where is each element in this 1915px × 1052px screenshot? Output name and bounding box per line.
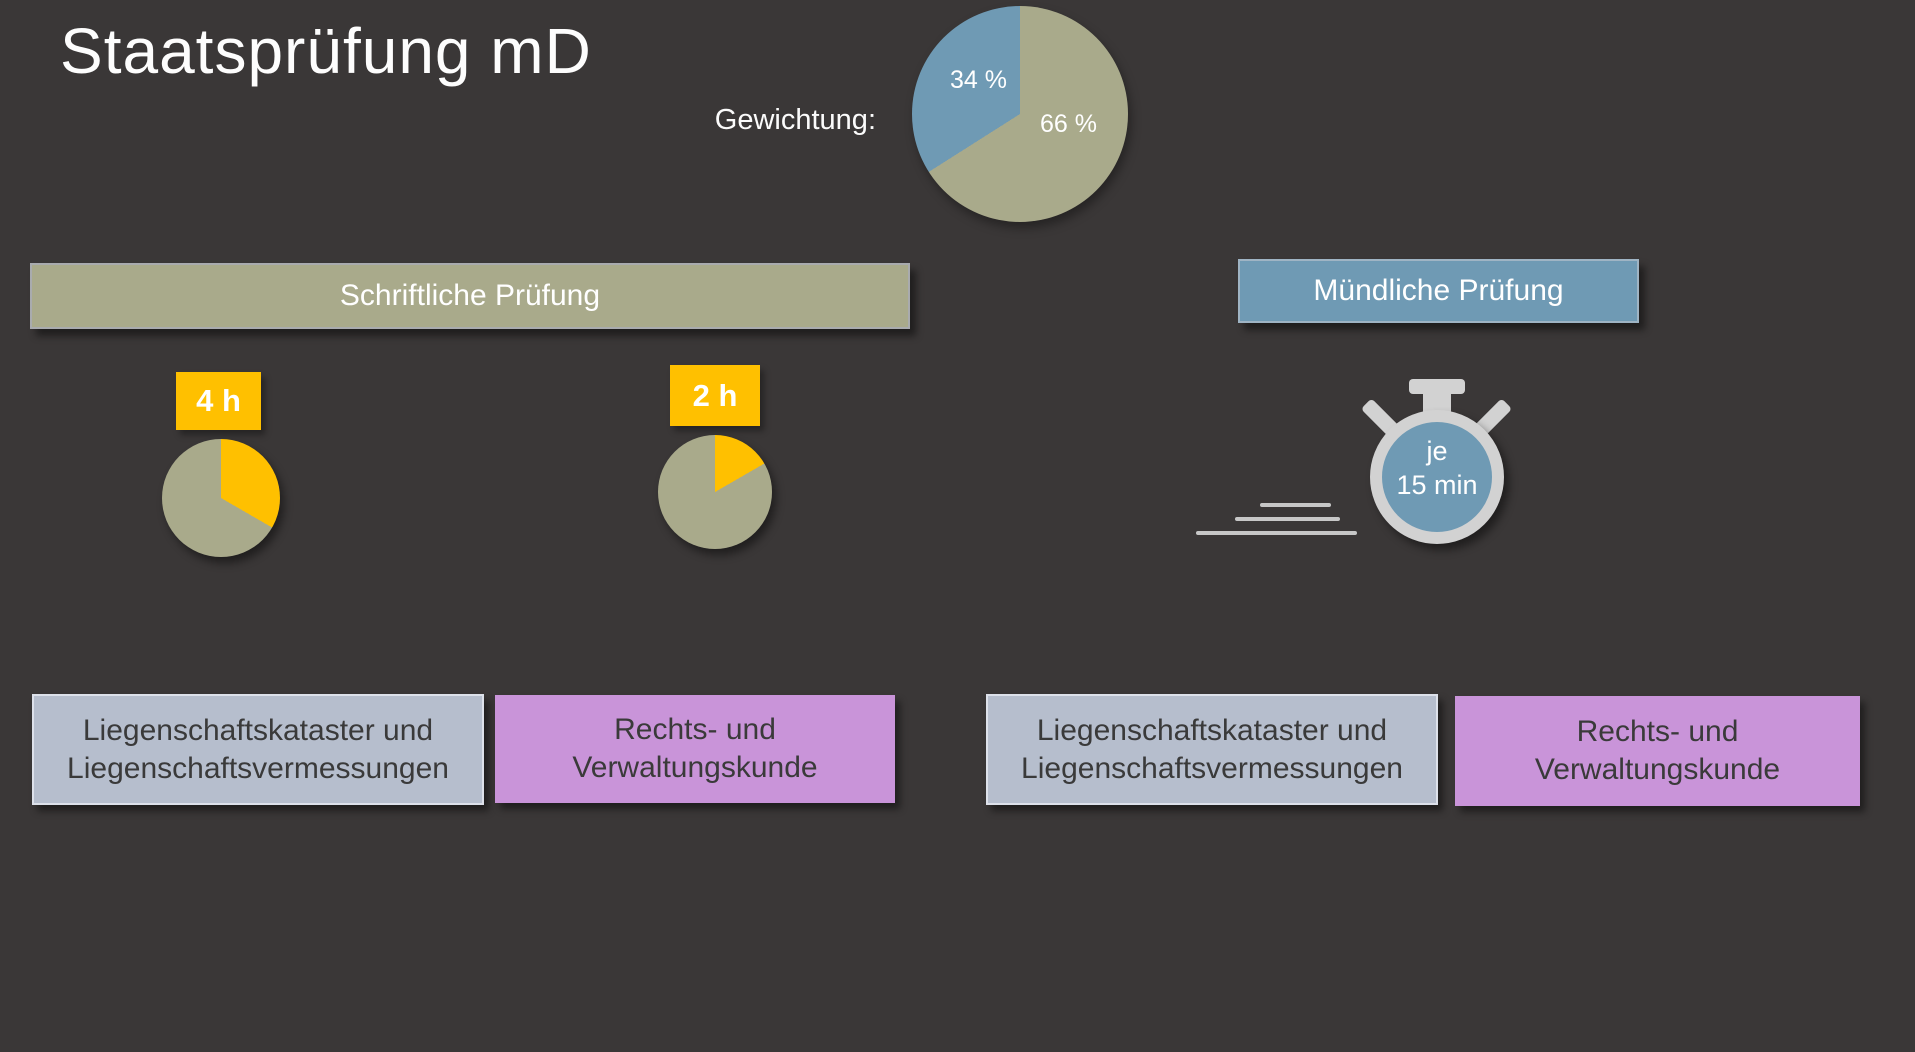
written-exam-header-label: Schriftliche Prüfung: [339, 279, 601, 312]
slide-title: Staatsprüfung mD: [60, 15, 592, 87]
subject-line: Verwaltungskunde: [1534, 753, 1781, 786]
subject-line: Liegenschaftsvermessungen: [1021, 751, 1403, 785]
written-exam-header-bar: Schriftliche Prüfung: [30, 263, 910, 329]
subject-box-written-cadastre: Liegenschaftskataster und Liegenschaftsv…: [32, 694, 484, 805]
pie-slice-label-written: 66 %: [1040, 110, 1097, 138]
pie-slice-label-oral: 34 %: [950, 66, 1007, 94]
subject-line: Liegenschaftsvermessungen: [67, 751, 449, 785]
subject-box-written-law: Rechts- und Verwaltungskunde: [495, 695, 895, 803]
subject-line: Verwaltungskunde: [572, 751, 818, 784]
duration-tag-2h: 2 h: [670, 365, 760, 426]
subject-line: Rechts- und: [1576, 715, 1739, 748]
clock-pie-4h-icon: [162, 439, 280, 557]
weighting-label: Gewichtung:: [714, 104, 876, 136]
subject-box-oral-cadastre: Liegenschaftskataster und Liegenschaftsv…: [986, 694, 1438, 805]
subject-line: Liegenschaftskataster und: [82, 713, 434, 747]
subject-line: Rechts- und: [614, 713, 776, 746]
oral-exam-header-bar: Mündliche Prüfung: [1238, 259, 1639, 323]
speed-line-icon: [1260, 503, 1331, 507]
clock-pie-2h-icon: [658, 435, 772, 549]
speed-line-icon: [1196, 531, 1357, 535]
subject-box-oral-law: Rechts- und Verwaltungskunde: [1455, 696, 1860, 806]
duration-tag-4h: 4 h: [176, 372, 261, 430]
oral-duration-line1: je: [1426, 436, 1448, 466]
oral-duration-line2: 15 min: [1396, 470, 1478, 500]
speed-line-icon: [1235, 517, 1340, 521]
subject-line: Liegenschaftskataster und: [1036, 713, 1388, 747]
weighting-pie-chart: 34 % 66 %: [912, 6, 1128, 222]
stopwatch-face: je 15 min: [1370, 410, 1504, 544]
oral-exam-header-label: Mündliche Prüfung: [1313, 274, 1564, 307]
